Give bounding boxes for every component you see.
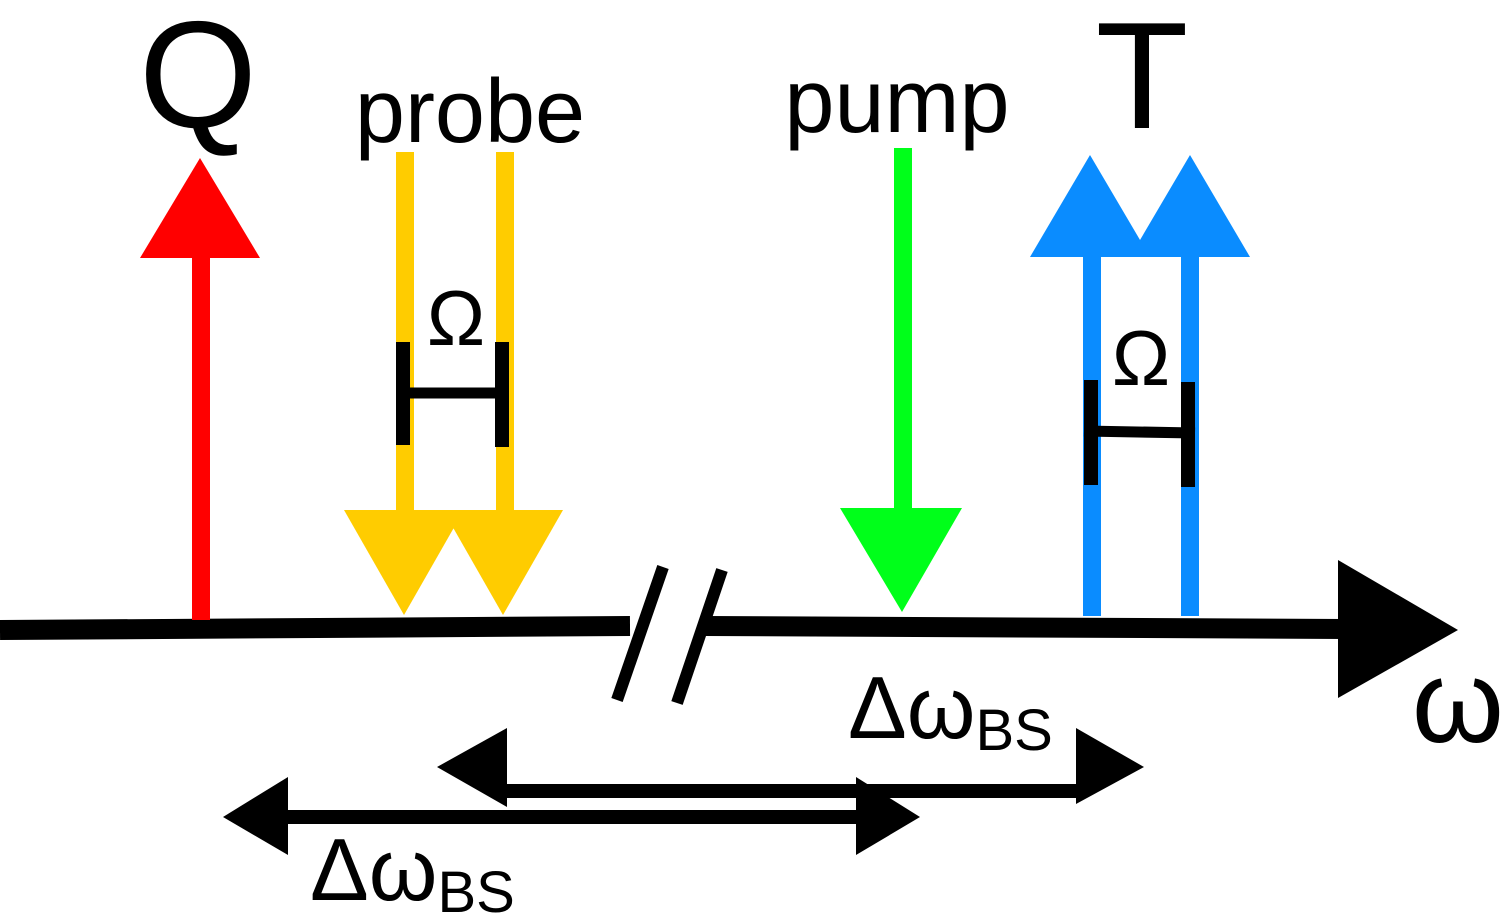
t-omega-bracket: Ω: [1083, 314, 1196, 487]
dw-lower-head-left: [223, 777, 288, 855]
dw-lower-head-right: [856, 777, 920, 855]
dw-lower-label-sub: BS: [438, 860, 515, 924]
t-arrow-head-1: [1030, 155, 1150, 257]
probe-arrow-head-1: [344, 510, 464, 615]
t-label: T: [1096, 0, 1189, 161]
pump-arrow: [840, 148, 962, 612]
q-arrow-head: [140, 158, 260, 258]
t-arrow-head-2: [1130, 155, 1250, 257]
axis-break-mark-1: [611, 565, 669, 702]
q-arrow: [140, 158, 260, 620]
dw-lower-label: ΔωBS: [310, 820, 515, 924]
frequency-axis: [0, 560, 1458, 705]
pump-arrow-head: [840, 508, 962, 612]
axis-arrowhead: [1338, 560, 1458, 698]
axis-line-right: [704, 616, 1346, 639]
dw-upper-label: ΔωBS: [848, 658, 1053, 763]
dw-upper-label-sub: BS: [976, 698, 1053, 763]
axis-break-mark-2: [671, 568, 728, 705]
axis-line-left: [0, 616, 631, 640]
dw-lower-arrow: [223, 777, 920, 855]
probe-omega-label: Ω: [427, 274, 485, 362]
dw-upper-head-left: [437, 728, 507, 807]
probe-arrow-head-2: [443, 510, 563, 615]
probe-omega-bracket: Ω: [396, 274, 509, 447]
dw-lower-label-main: Δω: [310, 820, 438, 919]
pump-label: pump: [784, 52, 1009, 152]
t-bracket-bar: [1083, 425, 1196, 439]
omega-axis-label: ω: [1412, 636, 1500, 768]
dw-upper-label-main: Δω: [848, 658, 976, 757]
q-label: Q: [139, 0, 257, 160]
dw-upper-head-right: [1076, 728, 1144, 804]
t-omega-label: Ω: [1112, 314, 1170, 402]
probe-label: probe: [355, 62, 585, 162]
probe-arrows: [344, 152, 563, 615]
dw-upper-arrow: [437, 728, 1144, 807]
